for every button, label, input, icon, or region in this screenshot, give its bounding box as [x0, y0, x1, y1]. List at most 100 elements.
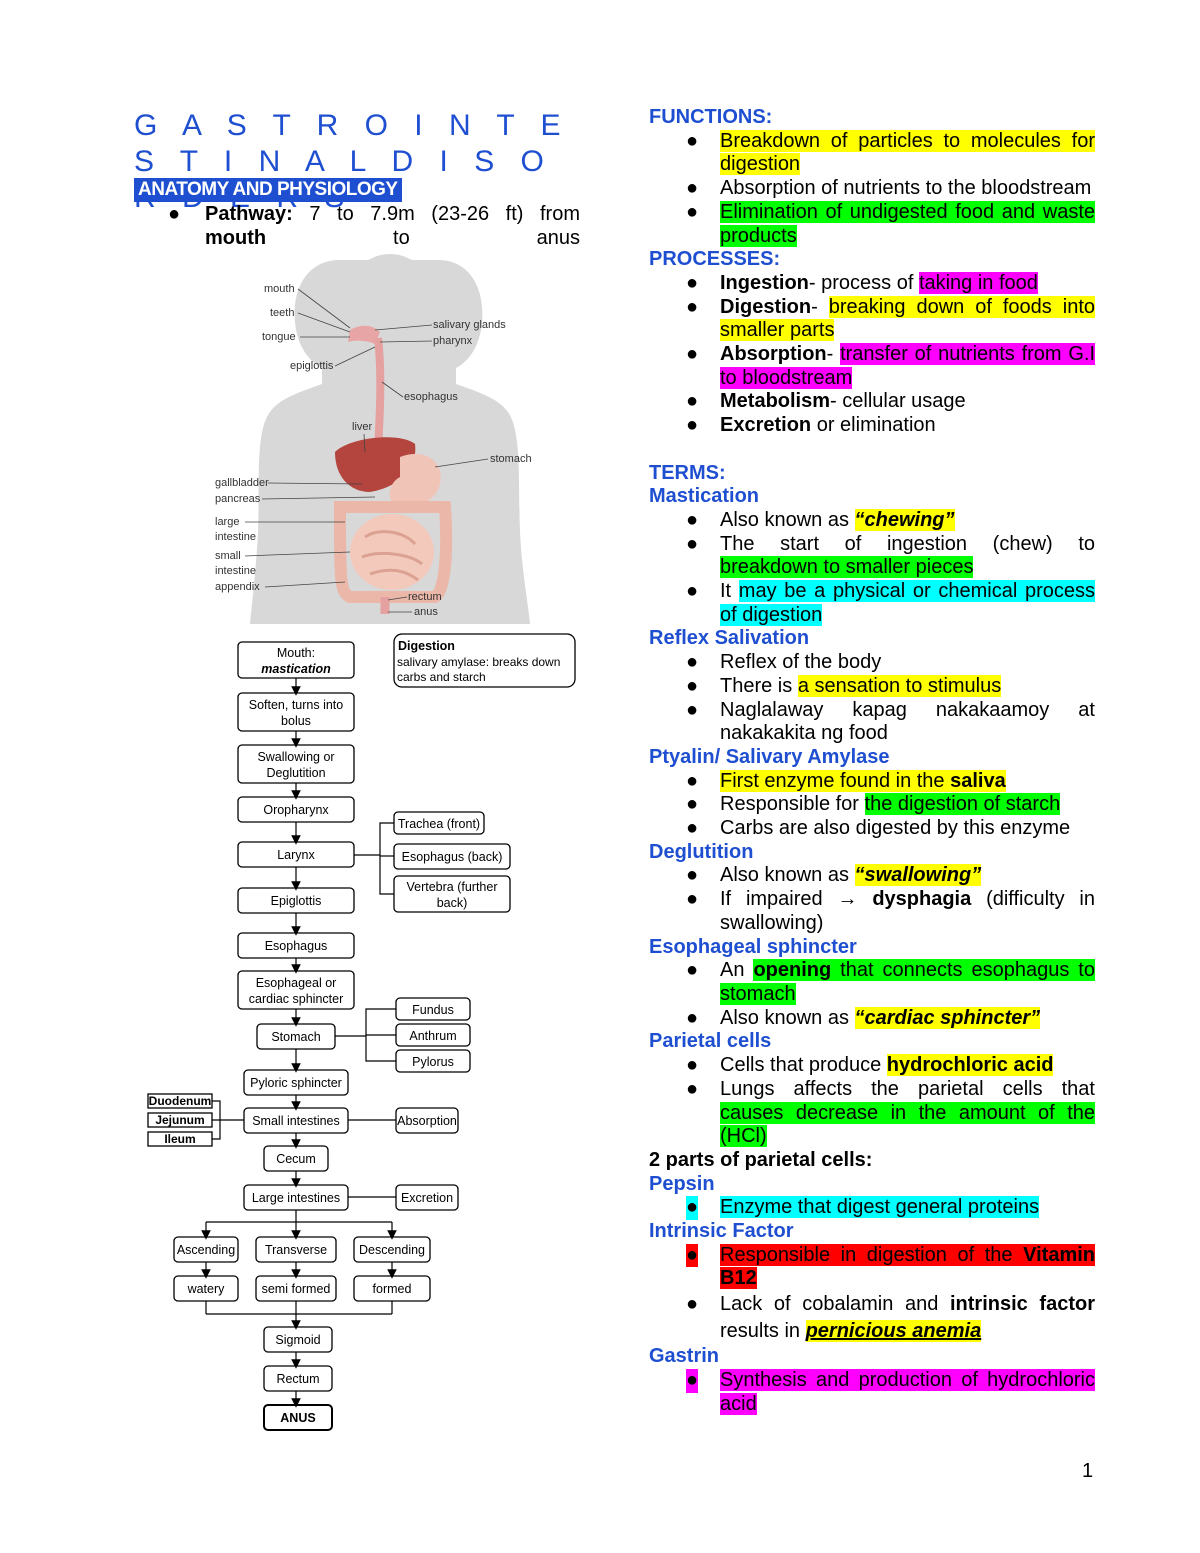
- digestive-system-figure: mouth teeth tongue epiglottis salivary g…: [215, 254, 532, 624]
- bullet-icon: ●: [686, 129, 699, 152]
- flow-rectum: Rectum: [276, 1372, 319, 1386]
- label-teeth: teeth: [270, 307, 294, 319]
- list-item: ●There is a sensation to stimulus: [686, 674, 1002, 697]
- list-item: ●Breakdown of particles to molecules for…: [686, 129, 1095, 176]
- bullet-icon: ●: [686, 390, 699, 413]
- bullet-icon: ●: [686, 343, 699, 366]
- label-epiglottis: epiglottis: [290, 360, 334, 372]
- flow-trachea: Trachea (front): [398, 817, 480, 831]
- bullet-icon: ●: [686, 698, 699, 721]
- list-item: ●Also known as “chewing”: [686, 508, 955, 531]
- list-item: ●Naglalaway kapag nakakaamoy at nakakaki…: [686, 698, 1095, 745]
- list-item: ●Enzyme that digest general proteins: [686, 1196, 1040, 1221]
- list-item: ●Metabolism- cellular usage: [686, 390, 966, 413]
- bullet-icon: ●: [686, 508, 699, 531]
- list-item: ●Lungs affects the parietal cells that c…: [686, 1077, 1095, 1148]
- flow-jejunum: Jejunum: [155, 1113, 204, 1127]
- list-item: ●Responsible for the digestion of starch: [686, 793, 1061, 816]
- flow-vertebra-1: Vertebra (further: [406, 880, 497, 894]
- document-title: G A S T R O I N T E S T I N A L D I S O …: [134, 109, 570, 214]
- label-small: small: [215, 550, 241, 562]
- bullet-icon: ●: [686, 817, 699, 840]
- right-column: FUNCTIONS: ●Breakdown of particles to mo…: [649, 106, 1096, 1416]
- list-item: ●Excretion or elimination: [686, 414, 936, 437]
- list-item: ●Reflex of the body: [686, 651, 882, 674]
- term-parietal-cells: Parietal cells: [649, 1030, 772, 1053]
- bullet-icon: ●: [686, 580, 699, 603]
- list-item: ●Absorption of nutrients to the bloodstr…: [686, 177, 1092, 200]
- list-item: ●Absorption- transfer of nutrients from …: [686, 343, 1096, 389]
- list-item: ●Carbs are also digested by this enzyme: [686, 817, 1071, 840]
- flow-pyloric: Pyloric sphincter: [250, 1076, 342, 1090]
- flow-anus: ANUS: [280, 1411, 315, 1425]
- flow-stomach: Stomach: [271, 1030, 320, 1044]
- list-item: ●It may be a physical or chemical proces…: [686, 580, 1095, 626]
- functions-heading: FUNCTIONS:: [649, 106, 773, 128]
- flow-anthrum: Anthrum: [409, 1029, 456, 1043]
- bullet-icon: ●: [686, 864, 699, 887]
- flow-swallow-1: Swallowing or: [257, 750, 334, 764]
- flow-sphincter-1: Esophageal or: [256, 976, 337, 990]
- bullet-icon: ●: [686, 1054, 699, 1077]
- flow-swallow-2: Deglutition: [266, 766, 325, 780]
- bullet-icon: ●: [686, 1196, 699, 1221]
- bullet-icon: ●: [686, 532, 699, 555]
- list-item: ●Ingestion- process of taking in food: [686, 271, 1038, 294]
- pathway-label: Pathway:: [205, 203, 293, 225]
- list-item: ●If impaired → dysphagia (difficulty in …: [686, 888, 1096, 934]
- two-parts-heading: 2 parts of parietal cells:: [649, 1148, 873, 1171]
- node-digestion: [393, 633, 576, 688]
- label-appendix: appendix: [215, 581, 260, 593]
- label-intestine2: intestine: [215, 565, 256, 577]
- digestion-flowchart: Mouth: mastication Digestion salivary am…: [147, 633, 576, 1431]
- flow-sphincter-2: cardiac sphincter: [249, 992, 344, 1006]
- list-item: ●Also known as “swallowing”: [686, 864, 982, 887]
- flow-excretion: Excretion: [401, 1191, 453, 1205]
- bullet-icon: ●: [686, 769, 699, 792]
- bullet-icon: ●: [686, 959, 699, 982]
- list-item: ●First enzyme found in the saliva: [686, 769, 1006, 792]
- flow-vertebra-2: back): [437, 896, 468, 910]
- flow-semi: semi formed: [262, 1282, 331, 1296]
- term-reflex: Reflex Salivation: [649, 627, 810, 650]
- list-item: ●The start of ingestion (chew) to breakd…: [686, 532, 1095, 579]
- bullet-icon: ●: [686, 651, 699, 674]
- pathway-text: 7 to 7.9m (23-26 ft) from: [309, 203, 580, 225]
- bullet-icon: ●: [686, 295, 699, 318]
- flow-small-int: Small intestines: [252, 1114, 340, 1128]
- flow-cecum: Cecum: [276, 1152, 316, 1166]
- flow-pylorus: Pylorus: [412, 1055, 454, 1069]
- flow-digestion-l1: salivary amylase: breaks down: [397, 655, 560, 669]
- pathway-mouth: mouth: [205, 227, 267, 249]
- list-item: ●Elimination of undigested food and wast…: [686, 200, 1095, 247]
- label-pharynx: pharynx: [433, 335, 473, 347]
- label-anus: anus: [414, 606, 438, 618]
- flow-transverse: Transverse: [265, 1243, 327, 1257]
- term-deglutition: Deglutition: [649, 840, 754, 863]
- flow-mouth-1: Mouth:: [277, 646, 315, 660]
- list-item: ●Responsible in digestion of the Vitamin…: [686, 1243, 1095, 1290]
- list-item: ●Digestion- breaking down of foods into …: [686, 295, 1096, 342]
- label-salivary: salivary glands: [433, 319, 506, 331]
- flow-mouth-2: mastication: [261, 662, 331, 676]
- label-gallbladder: gallbladder: [215, 477, 269, 489]
- list-item: ●Cells that produce hydrochloric acid: [686, 1054, 1054, 1077]
- list-item: ●An opening that connects esophagus to s…: [686, 959, 1095, 1005]
- flow-soften-1: Soften, turns into: [249, 698, 344, 712]
- bullet-icon: ●: [686, 674, 699, 697]
- flow-soften-2: bolus: [281, 714, 311, 728]
- label-rectum: rectum: [408, 591, 442, 603]
- label-tongue: tongue: [262, 331, 296, 343]
- list-item: ●Synthesis and production of hydrochlori…: [686, 1368, 1095, 1415]
- label-liver: liver: [352, 421, 373, 433]
- flow-descending: Descending: [359, 1243, 425, 1257]
- term-gastrin: Gastrin: [649, 1345, 720, 1368]
- bullet-icon: ●: [686, 1293, 699, 1316]
- bullet-icon: ●: [168, 203, 181, 225]
- pathway-to: to: [393, 227, 410, 249]
- term-ptyalin: Ptyalin/ Salivary Amylase: [649, 745, 890, 768]
- bullet-icon: ●: [686, 888, 699, 911]
- label-esophagus: esophagus: [404, 391, 458, 403]
- bullet-icon: ●: [686, 1243, 699, 1268]
- flow-epiglottis: Epiglottis: [271, 894, 322, 908]
